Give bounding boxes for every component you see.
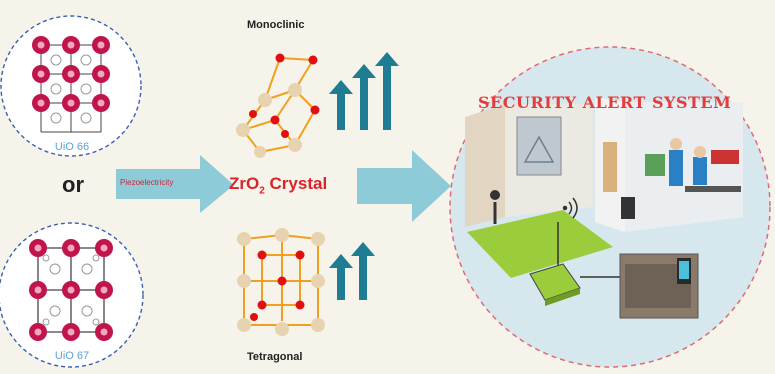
or-connector: or bbox=[62, 172, 84, 197]
room-with-sensor-mat bbox=[465, 104, 613, 278]
zro2-subscript: 2 bbox=[259, 185, 265, 197]
zro2-prefix: ZrO bbox=[229, 174, 260, 193]
tetragonal-structure bbox=[237, 228, 325, 336]
sensor-device-setup bbox=[529, 222, 699, 319]
uio66-lattice bbox=[32, 36, 110, 133]
zro2-suffix: Crystal bbox=[264, 174, 328, 193]
security-office-room bbox=[595, 97, 743, 232]
monoclinic-structure bbox=[236, 53, 320, 158]
security-arrow bbox=[357, 150, 451, 222]
uio66-label: UiO 66 bbox=[54, 141, 90, 153]
monoclinic-up-arrows bbox=[329, 52, 399, 130]
piezo-label: Piezoelectricity bbox=[120, 178, 174, 187]
security-scene bbox=[449, 46, 771, 368]
security-title: SECURITY ALERT SYSTEM bbox=[478, 93, 732, 112]
uio67-lattice bbox=[29, 239, 113, 341]
tetragonal-up-arrows bbox=[329, 242, 375, 300]
monoclinic-label: Monoclinic bbox=[247, 19, 305, 31]
mof-panel bbox=[0, 15, 144, 368]
zro2-crystal-label: ZrO2 Crystal bbox=[229, 174, 327, 196]
tetragonal-label: Tetragonal bbox=[247, 351, 303, 363]
uio67-label: UiO 67 bbox=[54, 350, 90, 362]
piezo-arrow bbox=[116, 155, 234, 213]
wifi-icon bbox=[562, 197, 578, 219]
